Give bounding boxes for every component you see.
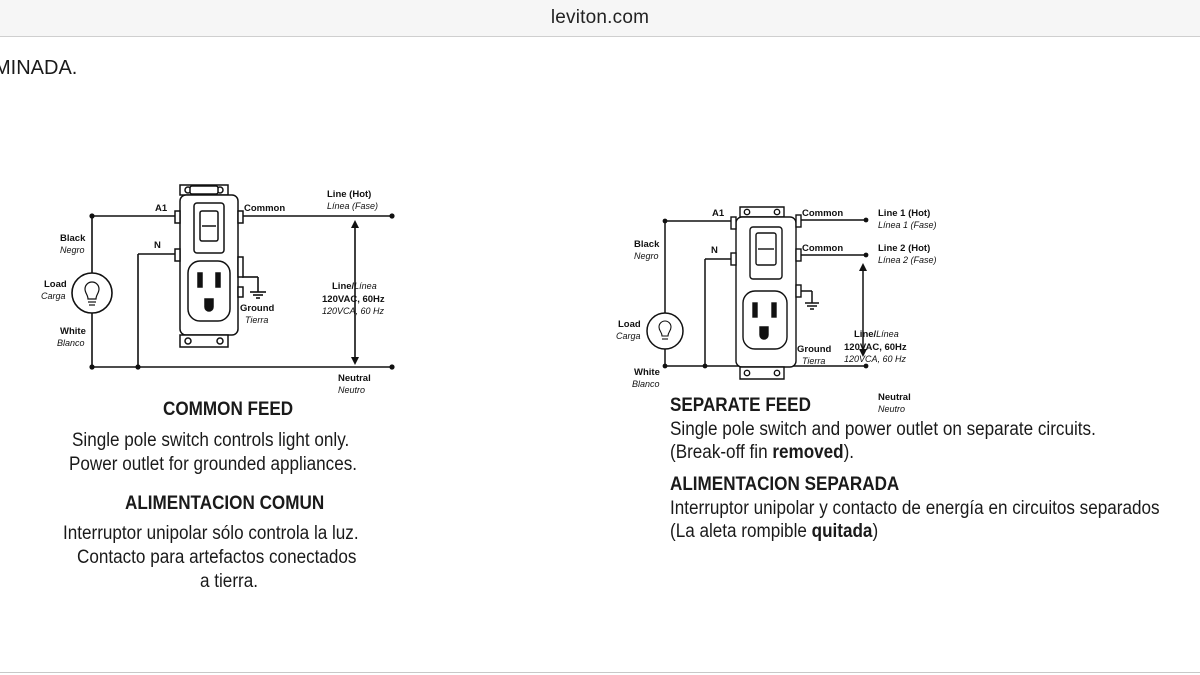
label-linea2-fase: Línea 2 (Fase) xyxy=(878,255,937,265)
caption-es-line-2: Contacto para artefactos conectados xyxy=(77,547,357,568)
label-tierra: Tierra xyxy=(802,356,825,366)
label-blanco: Blanco xyxy=(632,379,660,389)
separate-feed-diagram: A1 Common Common Line 1 (Hot) Línea 1 (F… xyxy=(616,206,937,414)
label-neutral: Neutral xyxy=(338,373,371,384)
caption-es-line-1: Interruptor unipolar sólo controla la lu… xyxy=(63,523,359,544)
label-tierra: Tierra xyxy=(245,315,268,325)
label-a1: A1 xyxy=(712,208,725,219)
page-content: MINADA. xyxy=(0,37,1200,675)
caption-title: SEPARATE FEED xyxy=(670,395,811,416)
caption-es-line-3: a tierra. xyxy=(200,571,258,592)
bulb-icon xyxy=(71,272,113,314)
label-negro: Negro xyxy=(634,251,659,261)
label-linea-fase: Línea (Fase) xyxy=(327,201,378,211)
label-carga: Carga xyxy=(41,291,66,301)
heading-fragment: MINADA. xyxy=(0,57,78,79)
label-blanco: Blanco xyxy=(57,338,85,348)
label-120vca: 120VCA, 60 Hz xyxy=(844,354,907,364)
caption-line-2: Power outlet for grounded appliances. xyxy=(69,454,358,475)
address-bar[interactable]: leviton.com xyxy=(0,0,1200,37)
arrowheads xyxy=(89,213,395,370)
bottom-divider xyxy=(0,672,1200,673)
url-text: leviton.com xyxy=(550,7,650,28)
caption-es-line-2: (La aleta rompible quitada) xyxy=(670,521,879,542)
switch-outlet-device xyxy=(174,184,244,348)
label-white: White xyxy=(634,367,660,378)
caption-line-2: (Break-off fin removed). xyxy=(670,442,855,463)
label-n: N xyxy=(154,240,161,251)
label-black: Black xyxy=(60,233,86,244)
arrowheads xyxy=(662,217,869,369)
label-line2-hot: Line 2 (Hot) xyxy=(878,243,930,254)
wiring xyxy=(91,215,392,368)
label-neutro: Neutro xyxy=(878,404,905,414)
caption-line-1: Single pole switch and power outlet on s… xyxy=(670,419,1096,440)
switch-outlet-device xyxy=(730,206,802,380)
common-feed-diagram: A1 Common Line (Hot) Línea (Fase) Black … xyxy=(41,184,395,395)
label-load: Load xyxy=(618,319,641,330)
label-linea1-fase: Línea 1 (Fase) xyxy=(878,220,937,230)
label-black: Black xyxy=(634,239,660,250)
label-120vca: 120VCA, 60 Hz xyxy=(322,306,385,316)
label-line-linea: Line/Línea xyxy=(854,329,899,340)
caption-line-1: Single pole switch controls light only. xyxy=(72,430,350,451)
label-common-1: Common xyxy=(802,208,843,219)
label-common-2: Common xyxy=(802,243,843,254)
label-120vac: 120VAC, 60Hz xyxy=(322,294,385,305)
label-line1-hot: Line 1 (Hot) xyxy=(878,208,930,219)
label-ground: Ground xyxy=(240,303,274,314)
label-ground: Ground xyxy=(797,344,831,355)
label-a1: A1 xyxy=(155,203,168,214)
bulb-icon xyxy=(646,312,684,350)
label-load: Load xyxy=(44,279,67,290)
caption-title-es: ALIMENTACION SEPARADA xyxy=(670,474,900,495)
caption-title: COMMON FEED xyxy=(163,399,294,420)
label-carga: Carga xyxy=(616,331,641,341)
label-neutro: Neutro xyxy=(338,385,365,395)
label-neutral: Neutral xyxy=(878,392,911,403)
label-n: N xyxy=(711,245,718,256)
label-white: White xyxy=(60,326,86,337)
label-common: Common xyxy=(244,203,285,214)
caption-title-es: ALIMENTACION COMUN xyxy=(125,493,325,514)
caption-es-line-1: Interruptor unipolar y contacto de energ… xyxy=(670,498,1160,519)
label-line-linea: Line/Línea xyxy=(332,281,377,292)
label-negro: Negro xyxy=(60,245,85,255)
label-120vac: 120VAC, 60Hz xyxy=(844,342,907,353)
label-line-hot: Line (Hot) xyxy=(327,189,371,200)
